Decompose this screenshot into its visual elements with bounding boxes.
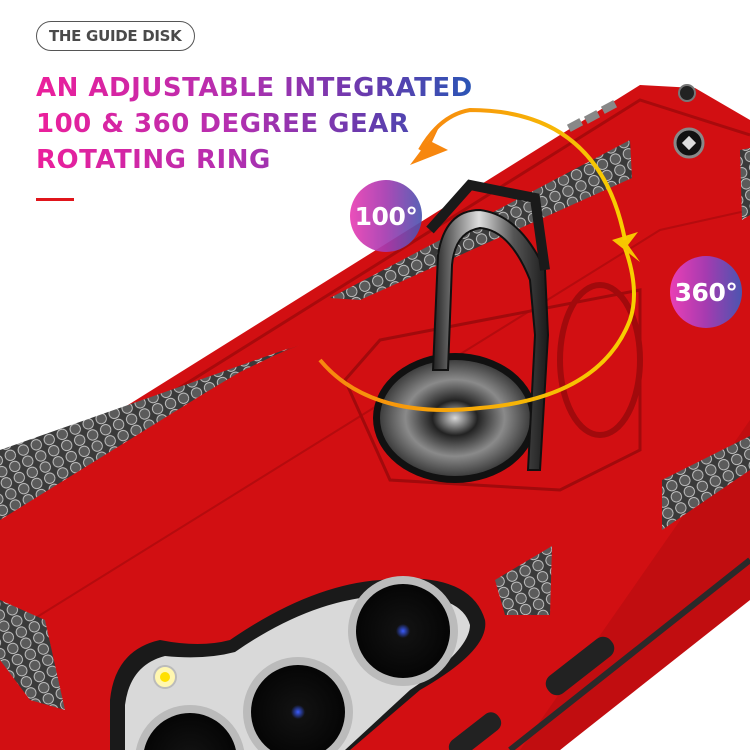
grip-strip [0, 600, 65, 710]
side-button [448, 712, 502, 750]
section-label-pill: THE GUIDE DISK [36, 21, 195, 51]
side-button [545, 636, 615, 696]
headline-line-2: 100 & 360 DEGREE GEAR [36, 109, 410, 139]
rotation-arc-360 [318, 247, 636, 412]
arrow-head-up [612, 232, 640, 262]
arrow-head-left [410, 125, 448, 165]
grip-strip [495, 546, 552, 615]
ring-arch [431, 208, 550, 471]
grip-strip [662, 436, 750, 530]
headline: AN ADJUSTABLE INTEGRATED 100 & 360 DEGRE… [36, 70, 473, 178]
rotation-arc-100 [418, 107, 627, 241]
screw [678, 84, 696, 102]
badge-100-degree: 100° [350, 180, 422, 252]
headline-line-1: AN ADJUSTABLE INTEGRATED [36, 73, 473, 103]
accent-divider [36, 198, 74, 201]
headline-line-3: ROTATING RING [36, 145, 271, 175]
badge-360-degree: 360° [670, 256, 742, 328]
